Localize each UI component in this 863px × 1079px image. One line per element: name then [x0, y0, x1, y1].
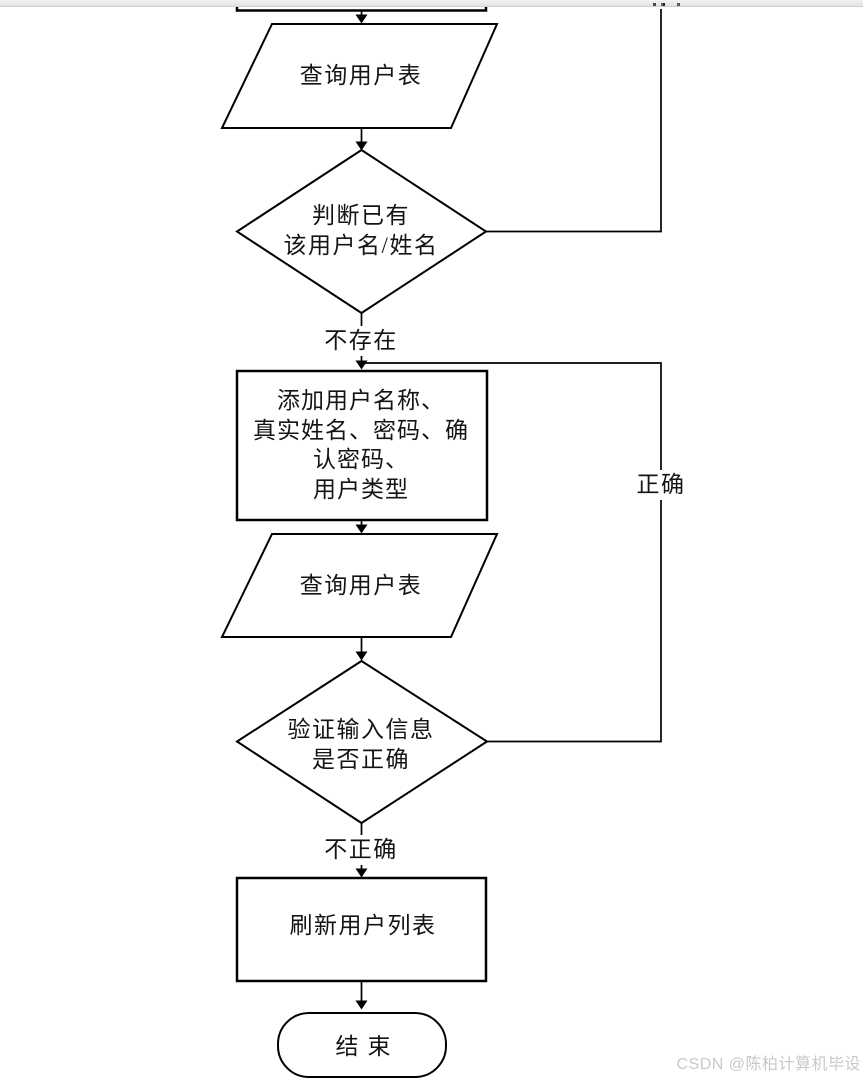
node-check-existing-label: 判断已有 该用户名/姓名 [284, 201, 439, 261]
arrowhead-down-icon [355, 651, 368, 661]
arrowhead-down-icon [355, 360, 368, 370]
node-check-existing-label-line2: 该用户名/姓名 [283, 233, 439, 258]
node-query-user-table-1-shape [220, 23, 499, 129]
node-verify-input-label-line2: 是否正确 [312, 747, 410, 772]
arrowhead-down-icon [355, 14, 368, 24]
node-add-user-label: 添加用户名称、 真实姓名、密码、确 认密码、 用户类型 [253, 386, 469, 504]
node-end-label: 结束 [335, 1034, 400, 1059]
node-verify-input-label: 验证输入信息 是否正确 [288, 715, 435, 775]
node-query-user-table-2-shape [220, 533, 499, 638]
node-add-user-label-line2: 真实姓名、密码、确 [253, 417, 469, 443]
artifact-dot-icon [677, 3, 680, 6]
arrowhead-down-icon [355, 141, 368, 151]
artifact-dot-icon [663, 3, 665, 6]
arrowhead-down-icon [355, 524, 368, 534]
flow-line-exists-loop [486, 9, 662, 233]
arrowhead-down-icon [355, 868, 368, 878]
edge-label-not-exists: 不存在 [321, 326, 401, 356]
node-refresh-user-list-label: 刷新用户列表 [289, 913, 437, 938]
node-add-user-shape [235, 369, 489, 522]
node-add-user-label-line3: 认密码、 [313, 447, 409, 472]
edge-label-correct: 正确 [633, 470, 689, 500]
node-query-user-table-1-label: 查询用户表 [299, 63, 423, 88]
artifact-dot-icon [653, 3, 656, 6]
arrowhead-down-icon [355, 1000, 368, 1010]
csdn-watermark: CSDN @陈柏计算机毕设 [676, 1056, 861, 1073]
node-add-user-label-line4: 用户类型 [313, 476, 409, 502]
node-end-shape [277, 1012, 447, 1078]
edge-label-incorrect: 不正确 [321, 835, 401, 865]
node-query-user-table-2-label: 查询用户表 [299, 573, 423, 598]
flow-line-correct-loop [361, 362, 662, 743]
node-check-existing-label-line1: 判断已有 [311, 203, 410, 228]
page-top-band [0, 0, 863, 7]
node-add-user-label-line1: 添加用户名称、 [277, 388, 445, 413]
node-verify-input-label-line1: 验证输入信息 [287, 717, 435, 742]
artifact-dot-icon [661, 3, 663, 6]
